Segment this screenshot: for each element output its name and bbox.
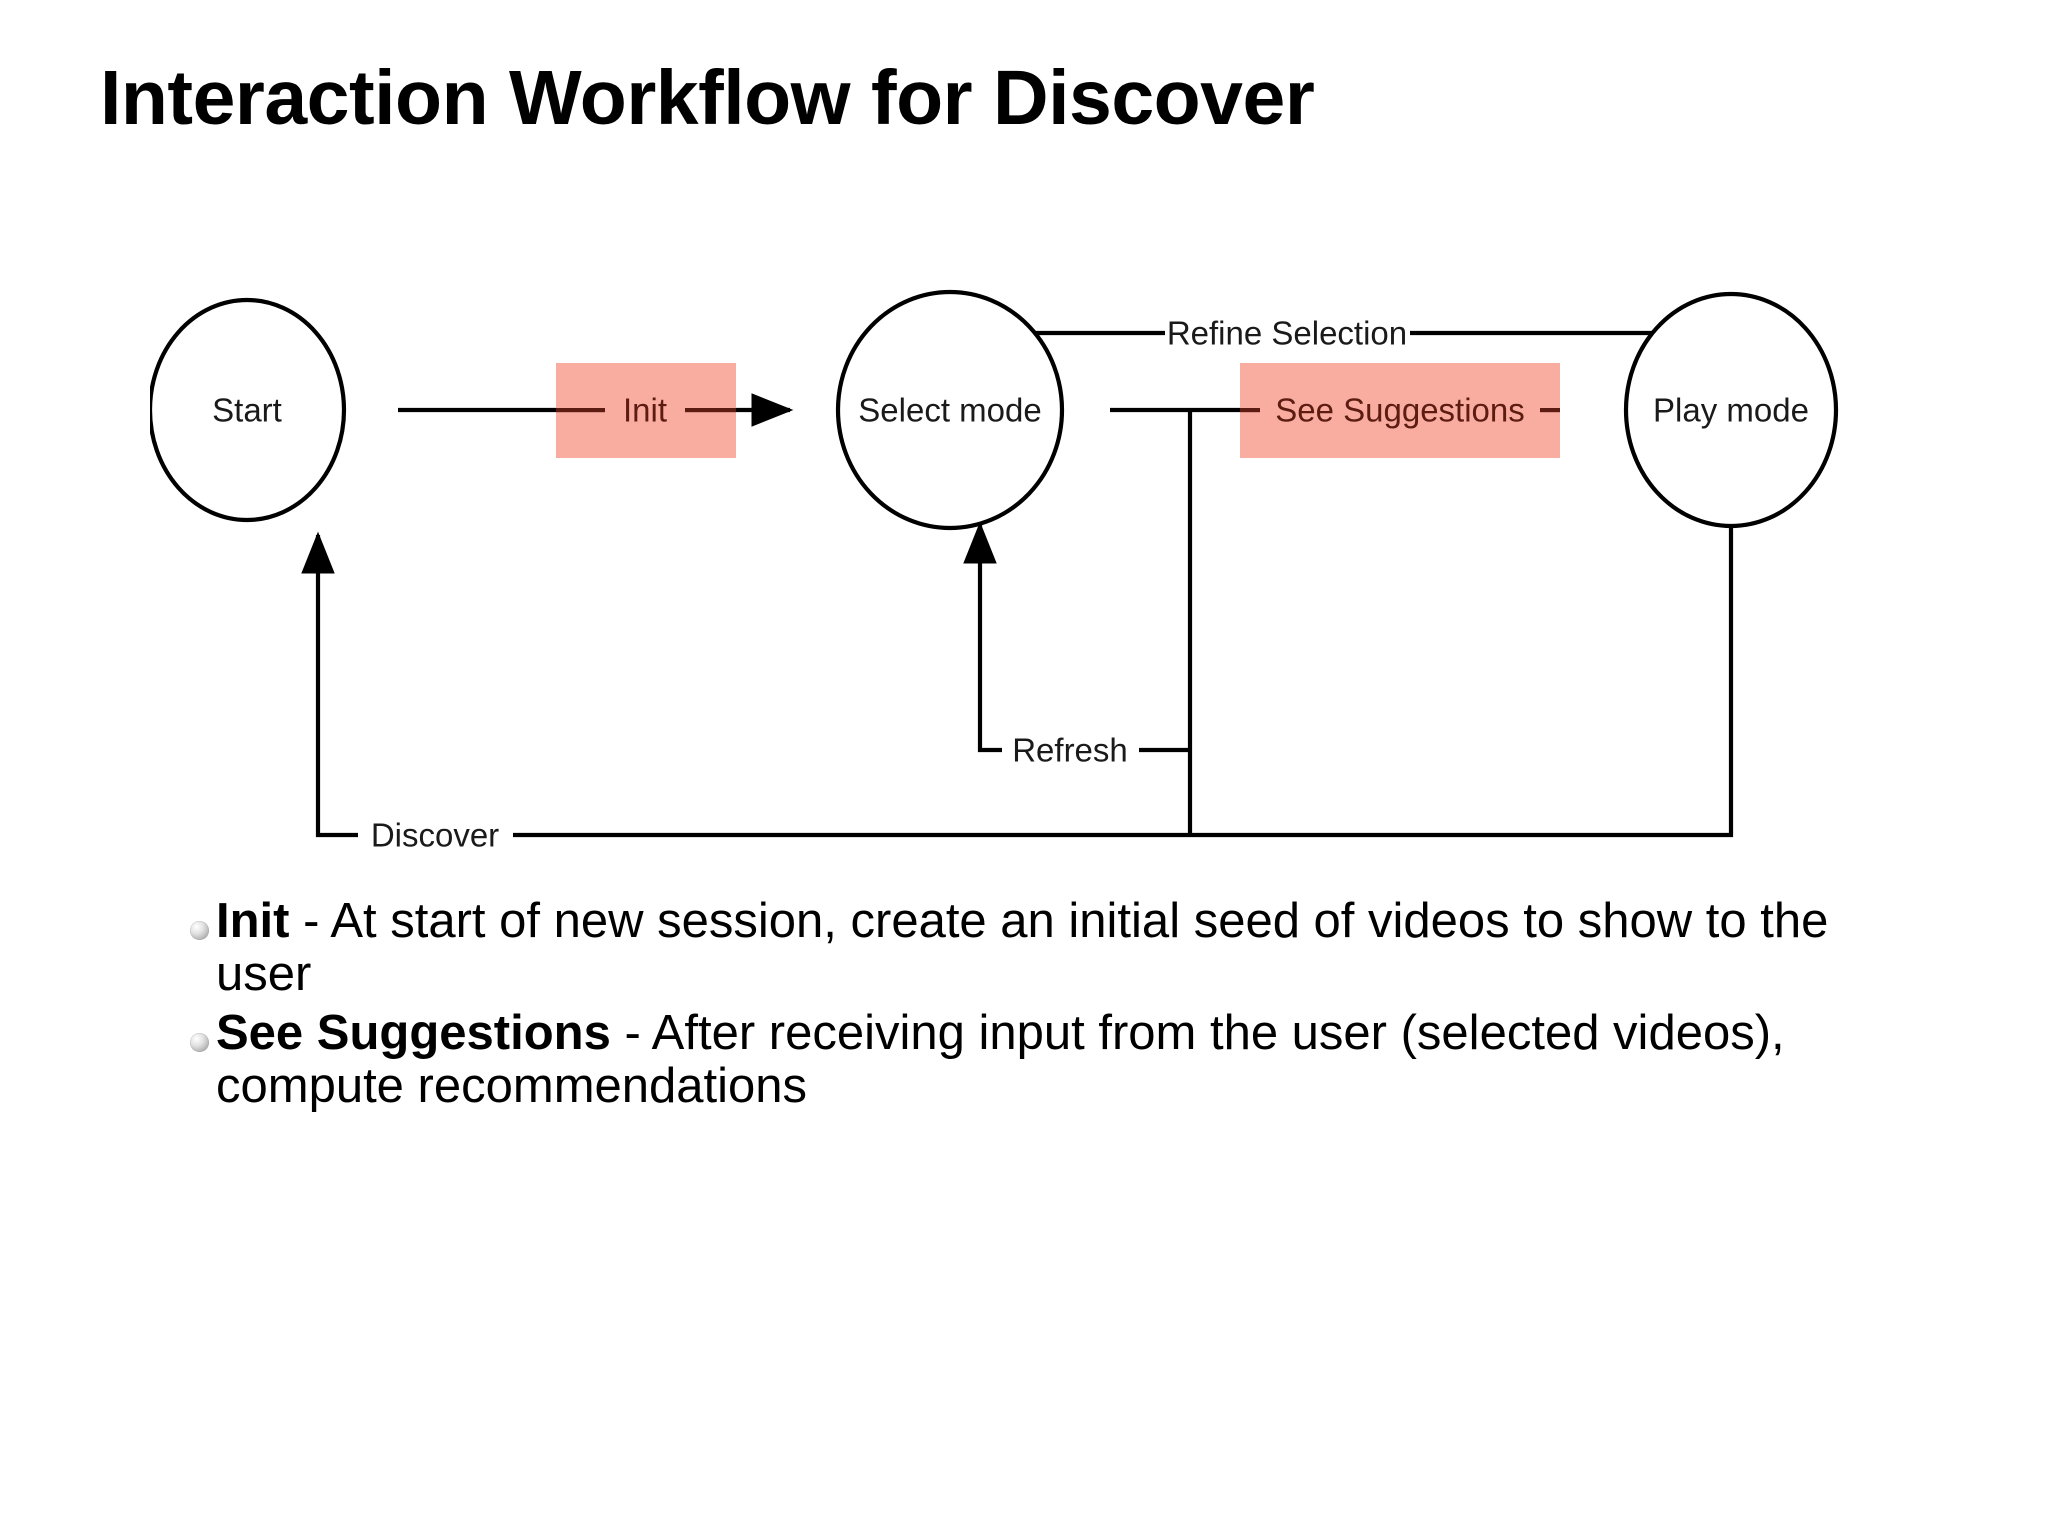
bullet-rest: - After receiving input from the user (s… — [216, 1005, 1785, 1113]
bullet-sphere-icon — [190, 921, 209, 940]
bullet-lead: See Suggestions — [216, 1005, 611, 1060]
edge-label-discover-text: Discover — [371, 817, 499, 854]
edge-label-see-suggestions-text: See Suggestions — [1275, 392, 1525, 429]
edge-label-refresh: Refresh — [1002, 729, 1139, 771]
edge-label-discover: Discover — [358, 814, 513, 856]
node-play-mode — [1623, 291, 1839, 529]
bullet-sphere-icon — [190, 1032, 209, 1052]
bullet-lead: Init — [216, 894, 290, 948]
bullet-rest: - At start of new session, create an ini… — [216, 894, 1829, 1001]
node-select-mode-label: Select mode — [858, 392, 1041, 429]
workflow-diagram: Start Select mode Play mode Init See Sug… — [150, 280, 1930, 870]
list-item: Init - At start of new session, create a… — [190, 895, 1870, 1001]
edge-label-refine-selection: Refine Selection — [1165, 312, 1410, 354]
bullet-list: Init - At start of new session, create a… — [190, 895, 1870, 1119]
edge-label-refine-selection-text: Refine Selection — [1167, 315, 1407, 352]
node-select-mode — [835, 289, 1065, 531]
node-start-label: Start — [212, 392, 282, 429]
edge-label-refresh-text: Refresh — [1012, 732, 1128, 769]
edge-label-see-suggestions: See Suggestions — [1240, 363, 1560, 458]
node-play-mode-label: Play mode — [1653, 392, 1809, 429]
edge-label-init: Init — [556, 363, 736, 458]
edge-label-init-text: Init — [623, 392, 667, 429]
bullet-text: See Suggestions - After receiving input … — [216, 1005, 1870, 1113]
node-start — [150, 297, 347, 523]
bullet-text: Init - At start of new session, create a… — [216, 895, 1870, 1001]
page-title: Interaction Workflow for Discover — [100, 55, 1315, 141]
list-item: See Suggestions - After receiving input … — [190, 1005, 1870, 1113]
